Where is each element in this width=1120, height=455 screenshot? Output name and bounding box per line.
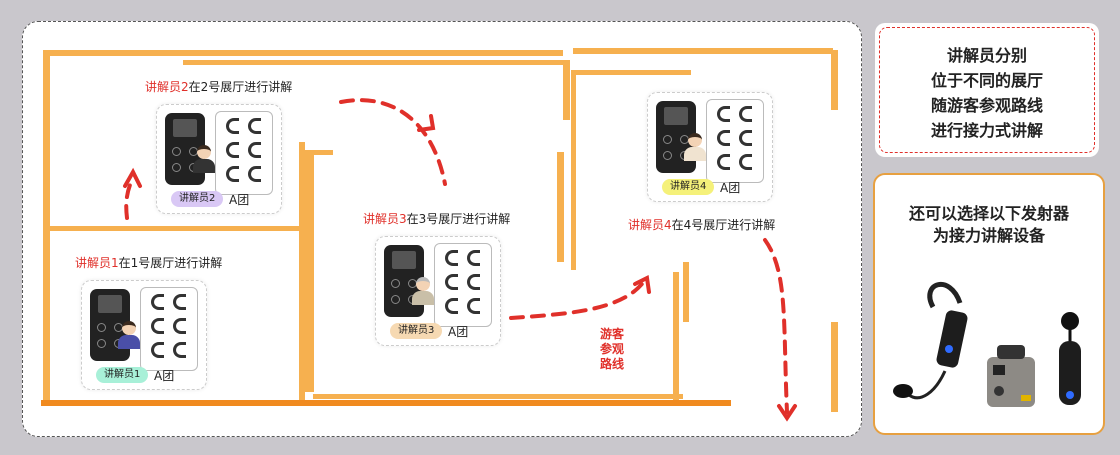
wall [571, 70, 576, 270]
wall [831, 50, 838, 110]
guide-avatar [412, 277, 434, 307]
receiver-grid [140, 287, 198, 371]
headset-mic-boom [908, 370, 947, 400]
wall [299, 142, 305, 402]
station-card: 讲解员4 A团 [647, 92, 773, 202]
arrow-head [417, 114, 436, 132]
station-badge: 讲解员1 [96, 367, 149, 383]
station-badge: 讲解员2 [171, 191, 224, 207]
route-label: 游客 参观 路线 [599, 327, 624, 371]
guide-avatar [193, 145, 215, 175]
guide-avatar [684, 133, 706, 163]
wall [305, 152, 314, 392]
station-card: 讲解员1 A团 [81, 280, 207, 390]
station-caption: 讲解员2在2号展厅进行讲解 [145, 80, 293, 94]
arrow-head [123, 167, 142, 188]
headset-band [927, 282, 963, 309]
group-label: A团 [720, 181, 741, 195]
wall [573, 48, 833, 54]
wall [563, 60, 570, 120]
wall [571, 70, 691, 75]
headset-body [936, 310, 968, 368]
museum-floor-plan: 游客 参观 路线 讲解员2在2号展厅进行讲解 讲解员2 A团 讲解员1在1号展厅… [22, 21, 862, 437]
station-badge: 讲解员3 [390, 323, 443, 339]
wall [43, 52, 50, 402]
wall [41, 400, 731, 406]
group-label: A团 [229, 193, 250, 207]
clip-body [1059, 341, 1081, 405]
station-caption: 讲解员4在4号展厅进行讲解 [628, 218, 776, 232]
wall [313, 394, 683, 399]
wall [49, 226, 299, 231]
station-card: 讲解员3 A团 [375, 236, 501, 346]
wall [683, 262, 689, 322]
arrow-head [777, 404, 797, 422]
receiver-grid [215, 111, 273, 195]
station-badge: 讲解员4 [662, 179, 715, 195]
group-label: A团 [154, 369, 175, 383]
headset-light [945, 345, 953, 353]
station-card: 讲解员2 A团 [156, 104, 282, 214]
wall [183, 60, 563, 65]
wall [831, 322, 838, 412]
headset-mic [893, 384, 913, 398]
route-arrows [123, 98, 797, 422]
summary-text: 讲解员分别 位于不同的展厅 随游客参观路线 进行接力式讲解 [930, 46, 1043, 140]
summary-box: 讲解员分别 位于不同的展厅 随游客参观路线 进行接力式讲解 [875, 23, 1099, 157]
transmitter-devices-illustration [893, 282, 1081, 407]
station-caption: 讲解员1在1号展厅进行讲解 [75, 256, 223, 270]
wall [557, 152, 564, 262]
guide-avatar [118, 321, 140, 351]
route-arrow-1-2 [124, 176, 135, 220]
receiver-grid [434, 243, 492, 327]
transmitter-options-box: 还可以选择以下发射器 为接力讲解设备 [873, 173, 1105, 435]
arrow-head [633, 274, 651, 294]
receiver-grid [706, 99, 764, 183]
wall [43, 50, 563, 56]
clip-mic [1061, 312, 1079, 330]
wall [673, 272, 679, 402]
wall [305, 150, 333, 155]
group-label: A团 [448, 325, 469, 339]
route-arrow-3-4 [509, 278, 647, 320]
station-caption: 讲解员3在3号展厅进行讲解 [363, 212, 511, 226]
route-arrow-2-3 [339, 98, 447, 186]
route-arrow-exit [763, 238, 789, 414]
transmitter-options-title: 还可以选择以下发射器 为接力讲解设备 [908, 204, 1069, 245]
